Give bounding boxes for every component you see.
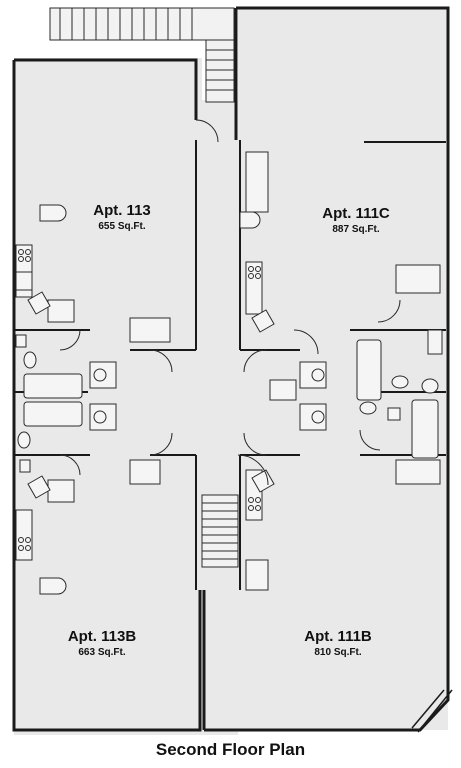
- apartment-113: Apt. 113 655 Sq.Ft.: [62, 202, 182, 233]
- apartment-area: 655 Sq.Ft.: [98, 221, 146, 232]
- apartment-name: Apt. 113B: [67, 628, 137, 645]
- kitchen-111c: [239, 151, 275, 333]
- apartment-name: Apt. 111B: [304, 628, 372, 645]
- apartment-111c: Apt. 111C 887 Sq.Ft.: [296, 205, 416, 236]
- apartment-113b: Apt. 113B 663 Sq.Ft.: [42, 628, 162, 659]
- kitchen-113: [15, 204, 75, 323]
- kitchen-113b: [15, 475, 75, 595]
- apartment-area: 810 Sq.Ft.: [314, 647, 362, 658]
- plan-title: Second Floor Plan: [155, 740, 306, 759]
- floor-area: [14, 8, 448, 735]
- top-stairs: [49, 7, 235, 103]
- center-stairs: [201, 494, 239, 568]
- apartment-area: 663 Sq.Ft.: [78, 647, 126, 658]
- door-swings: [59, 119, 401, 486]
- kitchen-111b: [245, 469, 275, 591]
- exterior-walls: [12, 6, 450, 732]
- apartment-area: 887 Sq.Ft.: [332, 224, 380, 235]
- bathroom-right: [269, 264, 443, 485]
- apartment-name: Apt. 111C: [322, 205, 390, 222]
- bathroom-left: [15, 317, 171, 485]
- apartment-name: Apt. 113: [93, 202, 151, 219]
- bay-window: [411, 689, 453, 733]
- apartment-111b: Apt. 111B 810 Sq.Ft.: [278, 628, 398, 659]
